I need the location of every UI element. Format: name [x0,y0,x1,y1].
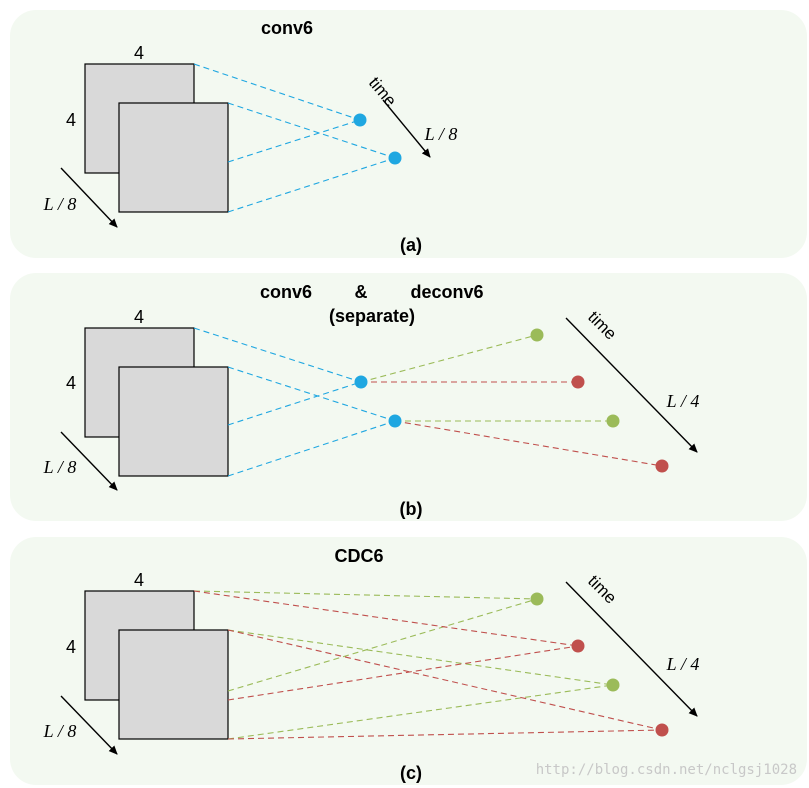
depth-arrow [60,431,118,491]
cdc-line [227,645,579,701]
panel-b-title-deconv: deconv6 [410,282,483,302]
connection-line [227,157,396,213]
height-label: 4 [66,373,76,393]
deconv-output-node [655,459,669,473]
depth-label: L / 8 [43,194,77,214]
panel-b-title-conv: conv6 [260,282,312,302]
panel-c-caption: (c) [400,763,422,783]
deconv-output-node [606,414,620,428]
cdc-output-node [606,678,620,692]
feature-map-front [118,629,229,740]
time-arrow [565,317,698,453]
conv-output-node [353,113,367,127]
connection-line [227,420,396,477]
feature-map-front [118,366,229,477]
deconv-output-node [530,328,544,342]
connection-line [193,63,361,121]
connection-line [227,381,362,426]
time-arrow [382,99,431,158]
time-label: time [365,73,400,110]
watermark: http://blog.csdn.net/nclgsj1028 [536,762,797,778]
depth-label: L / 8 [43,457,77,477]
width-label: 4 [134,43,144,63]
cdc-line [227,629,663,731]
height-label: 4 [66,637,76,657]
depth-arrow [60,695,118,755]
time-length-label: L / 8 [424,124,458,144]
cdc-line [227,684,614,740]
conv-output-node [354,375,368,389]
panel-b-content: conv6 & deconv6 (separate) 4 4 L / 8 tim… [43,282,700,519]
connection-line [227,366,396,422]
cdc-line [227,629,614,686]
depth-arrow [60,167,118,228]
cdc-line [227,729,663,740]
connection-line [227,102,396,159]
time-label: time [584,307,620,343]
time-label: time [584,571,620,607]
time-arrow [565,581,698,717]
width-label: 4 [134,307,144,327]
depth-label: L / 8 [43,721,77,741]
panel-b-subtitle: (separate) [329,306,415,326]
cdc-line [193,590,538,600]
cdc-output-node [530,592,544,606]
panel-b-caption: (b) [400,499,423,519]
panel-b-title-amp: & [355,282,368,302]
cdc-output-node [655,723,669,737]
panel-a-title: conv6 [261,18,313,38]
width-label: 4 [134,570,144,590]
panel-c-title: CDC6 [334,546,383,566]
deconv-output-node [571,375,585,389]
panel-a-caption: (a) [400,235,422,255]
panel-c-content: CDC6 4 4 L / 8 time L / 4 (c) [43,546,700,783]
deconv-line [360,334,538,383]
cdc-output-node [571,639,585,653]
feature-map-front [118,102,229,213]
time-length-label: L / 4 [666,391,700,411]
cdc-line [227,598,538,692]
deconv-line [394,420,663,467]
time-length-label: L / 4 [666,654,700,674]
conv-output-node [388,414,402,428]
connection-line [227,119,361,163]
panel-a-content: conv6 4 4 L / 8 time L / 8 (a) [43,18,458,255]
cdc-line [193,590,579,647]
conv-output-node [388,151,402,165]
height-label: 4 [66,110,76,130]
